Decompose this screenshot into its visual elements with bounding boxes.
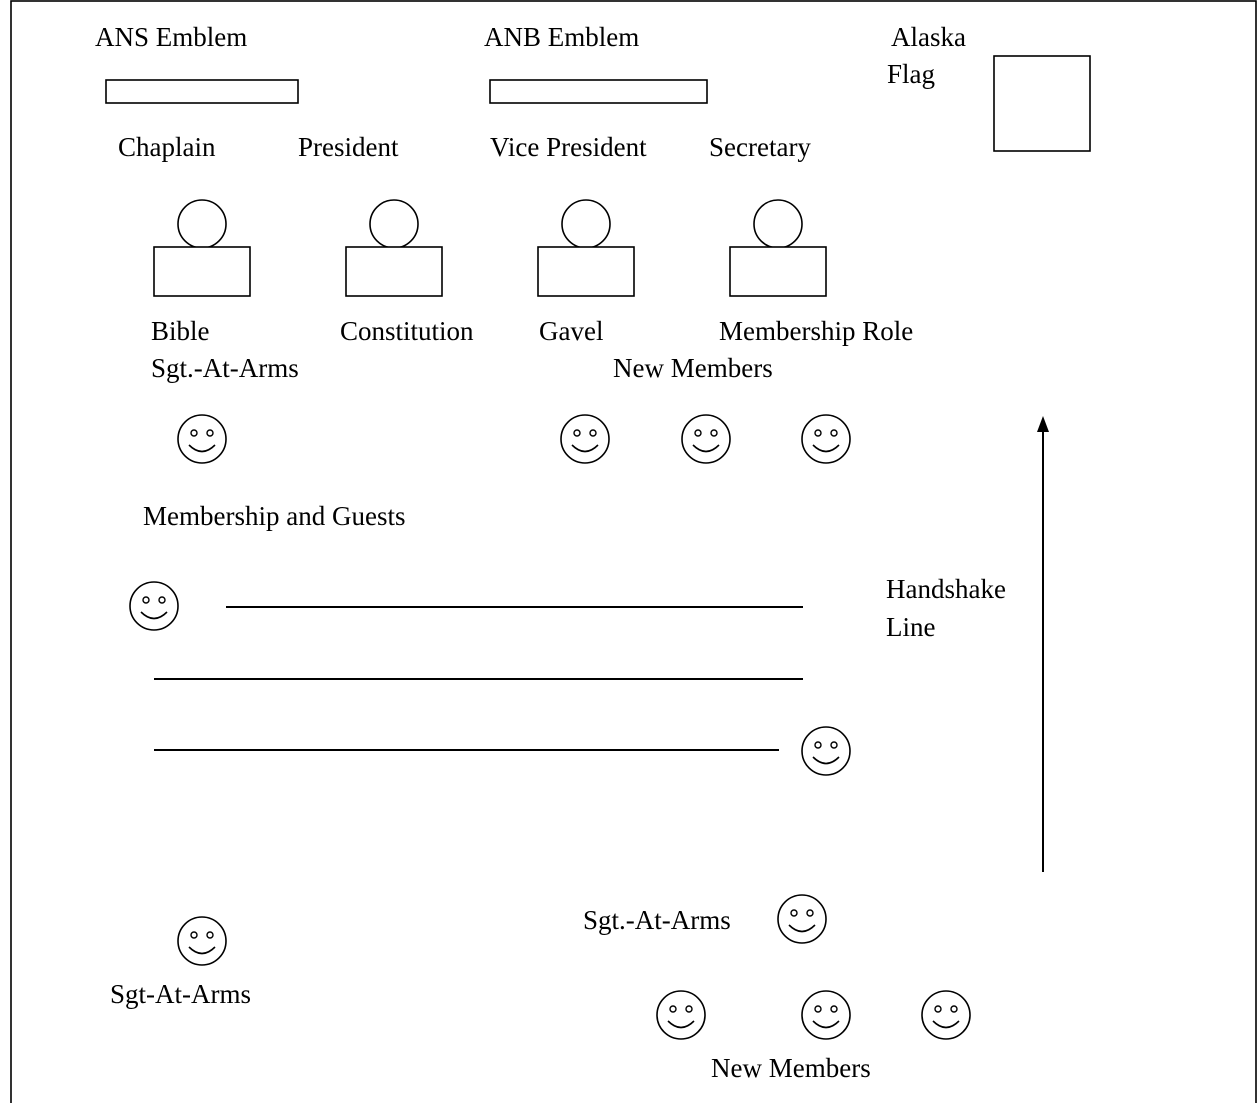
sgt-at-arms-top-smiley-icon bbox=[177, 414, 227, 464]
new-member-bottom-3-smiley-icon bbox=[921, 990, 971, 1040]
gavel-label: Gavel bbox=[539, 316, 604, 346]
new-member-top-1-smiley-icon bbox=[560, 414, 610, 464]
alaska-flag-label-line1: Alaska bbox=[891, 22, 966, 52]
bible-label: Bible bbox=[151, 316, 210, 346]
sgt-at-arms-top-label: Sgt.-At-Arms bbox=[151, 353, 299, 383]
vice-president-label: Vice President bbox=[490, 132, 647, 162]
alaska-flag-box bbox=[993, 55, 1091, 152]
membership-lead-smiley-icon bbox=[129, 581, 179, 631]
new-members-top-label: New Members bbox=[613, 353, 773, 383]
handshake-line-label-2: Line bbox=[886, 612, 936, 642]
arrow-up-icon bbox=[1037, 416, 1049, 432]
president-officer-icon bbox=[345, 199, 443, 297]
membership-end-smiley-icon bbox=[801, 726, 851, 776]
ans-emblem-box bbox=[105, 79, 299, 104]
constitution-label: Constitution bbox=[340, 316, 474, 346]
sgt-at-arms-left-label: Sgt-At-Arms bbox=[110, 979, 251, 1009]
membership-role-label: Membership Role bbox=[719, 316, 914, 346]
secretary-officer-icon bbox=[729, 199, 827, 297]
membership-and-guests-label: Membership and Guests bbox=[143, 501, 406, 531]
sgt-at-arms-left-smiley-icon bbox=[177, 916, 227, 966]
new-member-top-3-smiley-icon bbox=[801, 414, 851, 464]
chaplain-officer-icon bbox=[153, 199, 251, 297]
president-label: President bbox=[298, 132, 399, 162]
new-member-bottom-1-smiley-icon bbox=[656, 990, 706, 1040]
page-border bbox=[10, 0, 1257, 1103]
ans-emblem-label: ANS Emblem bbox=[95, 22, 248, 52]
chaplain-label: Chaplain bbox=[118, 132, 216, 162]
new-member-top-2-smiley-icon bbox=[681, 414, 731, 464]
new-members-bottom-label: New Members bbox=[711, 1053, 871, 1083]
anb-emblem-box bbox=[489, 79, 708, 104]
secretary-label: Secretary bbox=[709, 132, 811, 162]
vice-president-officer-icon bbox=[537, 199, 635, 297]
anb-emblem-label: ANB Emblem bbox=[484, 22, 640, 52]
handshake-line-label-1: Handshake bbox=[886, 574, 1006, 604]
alaska-flag-label-line2: Flag bbox=[887, 59, 936, 89]
sgt-at-arms-right-smiley-icon bbox=[777, 894, 827, 944]
sgt-at-arms-right-label: Sgt.-At-Arms bbox=[583, 905, 731, 935]
new-member-bottom-2-smiley-icon bbox=[801, 990, 851, 1040]
